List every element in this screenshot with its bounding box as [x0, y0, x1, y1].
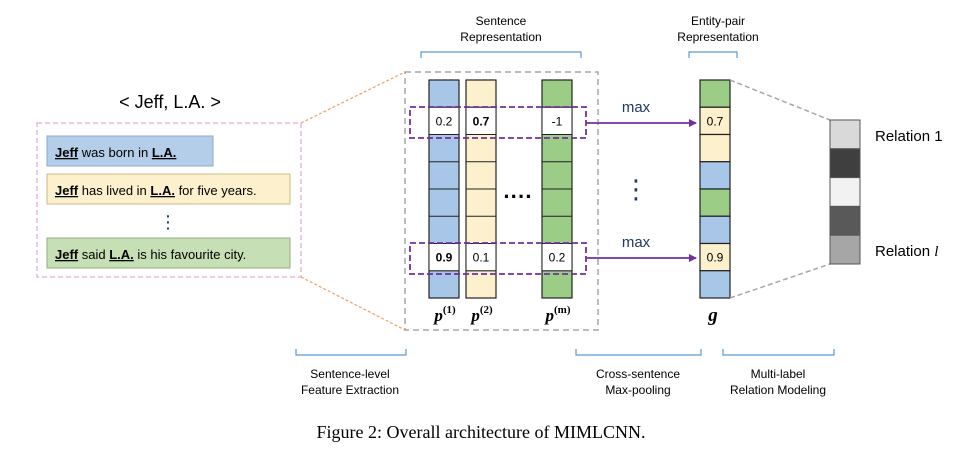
sentence-3-mid: said — [78, 247, 109, 262]
sentence-3-entity1: Jeff — [55, 247, 79, 262]
max-label-top: max — [622, 99, 651, 116]
entity-pair-header-line2: Representation — [677, 30, 758, 44]
stage-1-bracket — [295, 349, 407, 356]
vector-top-value-cell — [541, 106, 573, 135]
connector-bottom — [300, 276, 406, 331]
vector-bottom-value-cell — [541, 243, 573, 272]
vector-label-3: p(m) — [544, 304, 571, 325]
relation-cell — [829, 234, 861, 265]
sentence-2: Jeff has lived in L.A. for five years. — [46, 173, 291, 205]
sentence-vectors: 0.2 0.9 0.7 0.1 -1 0.2 — [428, 79, 573, 299]
column-ellipsis: ···· — [503, 184, 532, 209]
vector-top-value-cell — [465, 106, 497, 135]
relation-cell — [829, 205, 861, 236]
vertical-ellipsis: ⋮ — [623, 174, 649, 204]
sentence-vector-2: 0.7 0.1 — [465, 79, 497, 299]
relation-last-label: Relation l — [875, 243, 938, 260]
g-vector-cell — [699, 79, 731, 108]
relation-cell — [829, 148, 861, 179]
vector-label-base: p — [469, 306, 480, 325]
vector-bottom-value: 0.9 — [436, 251, 453, 265]
vector-label-sup: (m) — [554, 304, 571, 316]
relation-last-var: l — [934, 244, 938, 260]
figure-caption: Figure 2: Overall architecture of MIMLCN… — [317, 422, 646, 442]
vector-label-sup: (1) — [443, 304, 456, 316]
g-vector-cell — [699, 270, 731, 299]
stage-3-line2: Relation Modeling — [730, 383, 826, 397]
sentence-2-mid: has lived in — [78, 183, 150, 198]
stage-2-line1: Cross-sentence — [596, 367, 680, 381]
sentence-rep-header-line2: Representation — [460, 30, 541, 44]
column-labels: p(1)p(2)p(m) — [432, 304, 570, 325]
sentence-1-box — [46, 135, 214, 167]
stage-1-line2: Feature Extraction — [301, 383, 399, 397]
g-vector-cell — [699, 242, 731, 272]
g-vector-cell — [699, 188, 731, 217]
g-vector-value: 0.9 — [707, 251, 724, 265]
sentence-ellipsis: ⋮ — [159, 212, 177, 232]
sentence-1-entity1: Jeff — [55, 145, 79, 160]
sentence-2-tail: for five years. — [175, 183, 257, 198]
vector-label-sup: (2) — [480, 304, 493, 316]
sentence-3-tail: is his favourite city. — [134, 247, 246, 262]
sentence-3: Jeff said L.A. is his favourite city. — [46, 237, 291, 269]
g-label: g — [707, 305, 718, 326]
sentence-rep-box — [404, 71, 599, 331]
relation-first-label: Relation 1 — [875, 128, 943, 145]
stage-2-line2: Max-pooling — [605, 383, 670, 397]
sentence-3-text: Jeff said L.A. is his favourite city. — [55, 247, 246, 262]
entity-pair-header-line1: Entity-pair — [691, 14, 745, 28]
relation-connector-top — [729, 79, 831, 121]
max-label-bottom: max — [622, 234, 651, 251]
sentence-1-text: Jeff was born in L.A. — [55, 145, 176, 160]
g-vector-cell — [699, 215, 731, 245]
entity-pair-title: < Jeff, L.A. > — [119, 92, 221, 112]
relation-vector — [829, 119, 861, 265]
relation-last-prefix: Relation — [875, 243, 934, 260]
entity-pair-bracket — [688, 51, 738, 58]
g-vector-cell — [699, 106, 731, 136]
sentence-vector-1: 0.2 0.9 — [428, 79, 460, 299]
stage-3-bracket — [722, 349, 835, 356]
sentence-2-entity1: Jeff — [55, 183, 79, 198]
g-vector-cell — [699, 133, 731, 163]
vector-top-value-cell — [428, 106, 460, 135]
sentence-1-mid: was born in — [78, 145, 152, 160]
sentence-rep-bracket — [420, 51, 582, 58]
vector-top-value: -1 — [552, 114, 563, 128]
connector-top — [300, 71, 406, 124]
vector-label-base: p — [432, 306, 443, 325]
sentence-rep-header-line1: Sentence — [476, 14, 527, 28]
relation-cell — [829, 177, 861, 207]
stage-1-line1: Sentence-level — [310, 367, 389, 381]
vector-bottom-value-cell — [465, 243, 497, 272]
sentence-1: Jeff was born in L.A. — [46, 135, 214, 167]
sentence-3-box — [46, 237, 291, 269]
g-vector-cell — [699, 161, 731, 190]
sentence-vector-3: -1 0.2 — [541, 79, 573, 299]
vector-label-2: p(2) — [469, 304, 493, 325]
sentence-2-box — [46, 173, 291, 205]
vector-top-value: 0.7 — [473, 114, 490, 128]
stage-2-bracket — [575, 349, 702, 356]
stage-3-line1: Multi-label — [751, 367, 806, 381]
vector-top-value: 0.2 — [436, 114, 453, 128]
sentence-2-entity2: L.A. — [150, 183, 175, 198]
sentence-3-entity2: L.A. — [109, 247, 134, 262]
vector-bottom-value: 0.1 — [473, 251, 490, 265]
vector-bottom-value-cell — [428, 243, 460, 272]
vector-bottom-value: 0.2 — [549, 251, 566, 265]
sentence-2-text: Jeff has lived in L.A. for five years. — [55, 183, 257, 198]
vector-label-base: p — [544, 306, 555, 325]
g-vector-value: 0.7 — [707, 114, 724, 128]
relation-connector-bottom — [729, 263, 831, 299]
sentence-group-box — [36, 122, 302, 278]
sentence-1-entity2: L.A. — [152, 145, 177, 160]
vector-label-1: p(1) — [432, 304, 456, 325]
entity-pair-vector: 0.7 0.9 — [699, 79, 731, 299]
relation-cell — [829, 119, 861, 150]
